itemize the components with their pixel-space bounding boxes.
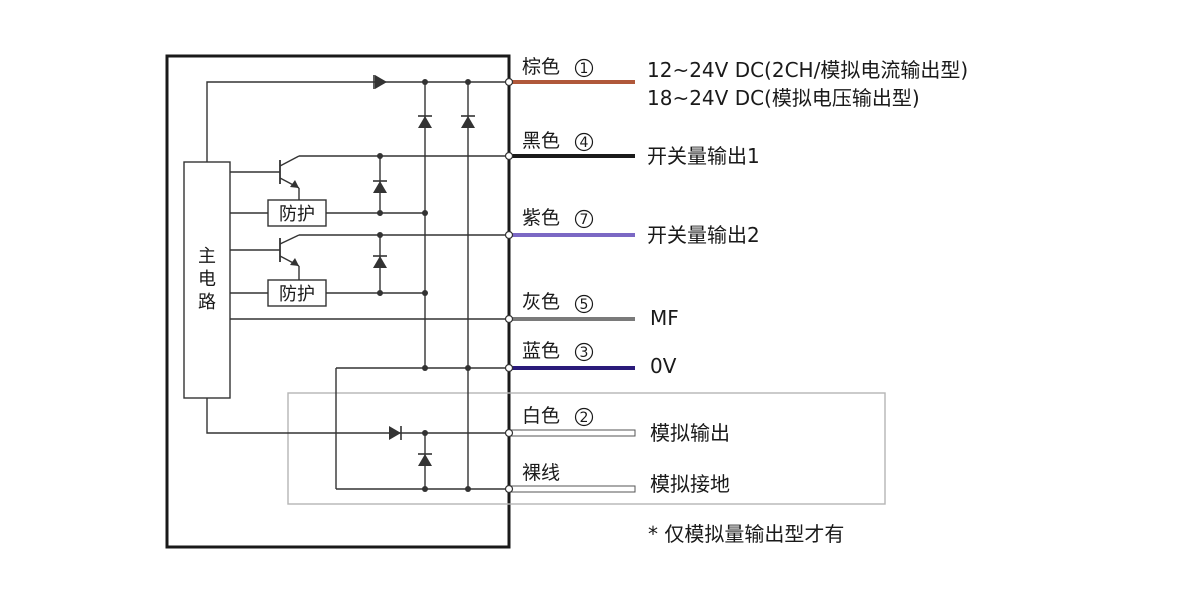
diode-analog-vertical <box>418 453 432 466</box>
diode-rail-1 <box>418 115 432 128</box>
protect-label-1: 防护 <box>279 204 315 225</box>
wire-label-black: 黑色 <box>522 130 560 152</box>
protect-label-2: 防护 <box>279 284 315 305</box>
main-circuit-label-2: 电 <box>198 269 216 290</box>
desc-gray: MF <box>650 306 679 330</box>
wire-white <box>508 429 636 437</box>
pin-number-blue: 3 <box>574 342 594 362</box>
svg-text:7: 7 <box>580 212 589 228</box>
diode-analog <box>389 426 402 440</box>
pin-number-purple: 7 <box>574 209 594 229</box>
desc-white: 模拟输出 <box>650 421 730 445</box>
desc-black: 开关量输出1 <box>647 144 760 168</box>
sensor-housing <box>165 54 511 549</box>
desc-blue: 0V <box>650 354 677 378</box>
main-circuit-label-3: 路 <box>198 292 216 313</box>
desc-brown-1: 12~24V DC(2CH/模拟电流输出型) <box>647 58 968 82</box>
main-circuit-box <box>183 161 231 399</box>
desc-bare: 模拟接地 <box>650 472 730 496</box>
analog-only-region <box>287 392 886 505</box>
desc-purple: 开关量输出2 <box>647 223 760 247</box>
pin-number-brown: 1 <box>574 58 594 78</box>
wire-label-gray: 灰色 <box>522 291 560 313</box>
wire-label-brown: 棕色 <box>522 56 560 78</box>
svg-text:1: 1 <box>580 61 589 77</box>
wire-label-purple: 紫色 <box>522 207 560 229</box>
main-circuit-label-1: 主 <box>198 246 216 267</box>
diode-out2 <box>373 255 387 268</box>
diode-rail-2 <box>461 115 475 128</box>
pin-number-gray: 5 <box>574 294 594 314</box>
svg-text:4: 4 <box>580 135 589 151</box>
diode-brown <box>373 75 387 89</box>
pin-number-white: 2 <box>574 407 594 427</box>
wire-label-white: 白色 <box>522 405 560 427</box>
diode-out1 <box>373 180 387 193</box>
footnote: * 仅模拟量输出型才有 <box>648 522 844 546</box>
svg-text:5: 5 <box>580 297 589 313</box>
wire-label-blue: 蓝色 <box>522 340 560 362</box>
desc-brown-2: 18~24V DC(模拟电压输出型) <box>647 86 920 110</box>
wire-label-bare: 裸线 <box>522 462 560 484</box>
svg-text:3: 3 <box>580 345 589 361</box>
svg-text:2: 2 <box>580 410 589 426</box>
pin-number-black: 4 <box>574 132 594 152</box>
wire-bare <box>508 485 636 493</box>
